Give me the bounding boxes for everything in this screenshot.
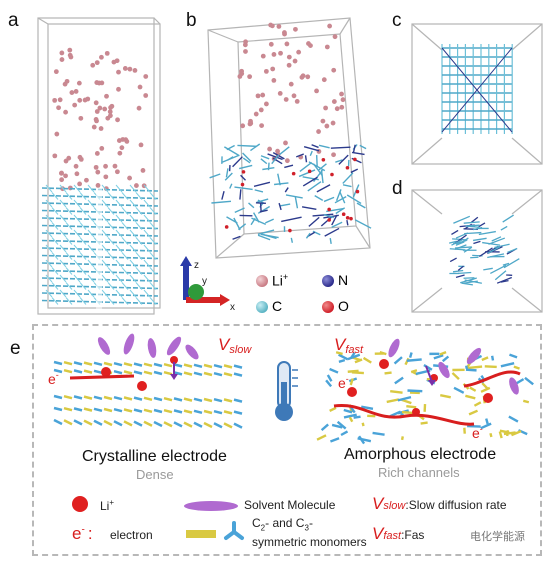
li-ions-left (101, 356, 178, 391)
panel-label-d: d (392, 178, 403, 199)
amorphous-electrode-title: Amorphous electrode (344, 446, 497, 463)
axis-triad: z y x (180, 256, 235, 313)
panel-label-c: c (392, 10, 402, 31)
panel-c-simulation-box (411, 23, 543, 165)
v-fast-legend: Vfast:Fas (372, 524, 425, 543)
electron-path-right (333, 403, 475, 426)
li-ion-cloud (237, 22, 346, 164)
panel-e-schematic: Vslow Vfast e- e- e- (48, 333, 534, 445)
panel-d-simulation-box (411, 189, 543, 313)
li-ball-icon (256, 275, 268, 287)
amorphous-electrode-subtitle: Rich channels (378, 465, 460, 480)
electron-legend-label: electron (110, 528, 153, 542)
li-charge: + (282, 272, 289, 282)
solvent-molecules-left (97, 333, 199, 360)
panel-label-b: b (186, 10, 197, 31)
electron-label-left: e- (48, 370, 59, 387)
thermometer-icon (275, 361, 298, 421)
electron-legend-symbol: e-: (72, 524, 93, 543)
solvent-molecule-legend-label: Solvent Molecule (244, 498, 336, 512)
amorphous-framework-top-view (449, 214, 520, 286)
c-symbol: C (272, 298, 283, 314)
crystalline-electrode-subtitle: Dense (136, 467, 174, 482)
panel-label-e: e (10, 338, 21, 359)
o-symbol: O (338, 298, 349, 314)
monomer-legend-label: C2- and C3- symmetric monomers (252, 516, 367, 550)
v-slow-legend: Vslow:Slow diffusion rate (372, 494, 507, 513)
li-ions-right (347, 359, 493, 416)
crystalline-sheet-stack (53, 360, 243, 429)
electron-label-right-1: e- (338, 374, 349, 391)
electron-label-right-2: e- (472, 424, 483, 441)
element-legend: Li+ N C O (256, 272, 386, 322)
panel-e-frame (32, 324, 542, 556)
c3-monomer-legend-icon (224, 521, 244, 540)
v-slow-label: Vslow (218, 335, 252, 356)
n-ball-icon (322, 275, 334, 287)
c2-monomer-legend-icon (186, 530, 216, 538)
amorphous-framework (209, 143, 372, 245)
amorphous-sheet-network (316, 350, 534, 445)
panel-a-simulation-box (37, 17, 161, 315)
crystalline-framework-lattice (41, 184, 159, 310)
crystalline-electrode-title: Crystalline electrode (82, 448, 227, 465)
axis-z-label: z (194, 260, 199, 271)
solvent-molecules-right (388, 338, 519, 395)
li-ion-legend-icon (72, 496, 88, 512)
crystalline-framework-top-view (441, 44, 513, 134)
axis-x-label: x (230, 302, 235, 313)
v-fast-label: Vfast (334, 335, 364, 356)
panel-b-simulation-box (207, 17, 372, 259)
li-symbol: Li (272, 272, 283, 289)
n-symbol: N (338, 272, 349, 288)
o-ball-icon (322, 301, 334, 313)
solvent-molecule-legend-icon (184, 501, 238, 511)
panel-label-a: a (8, 10, 19, 31)
axis-y-label: y (202, 276, 207, 287)
watermark: 电化学能源 (470, 531, 525, 543)
li-ion-cloud (52, 47, 149, 192)
li-ion-legend-label: Li+ (100, 498, 115, 513)
c-ball-icon (256, 301, 268, 313)
